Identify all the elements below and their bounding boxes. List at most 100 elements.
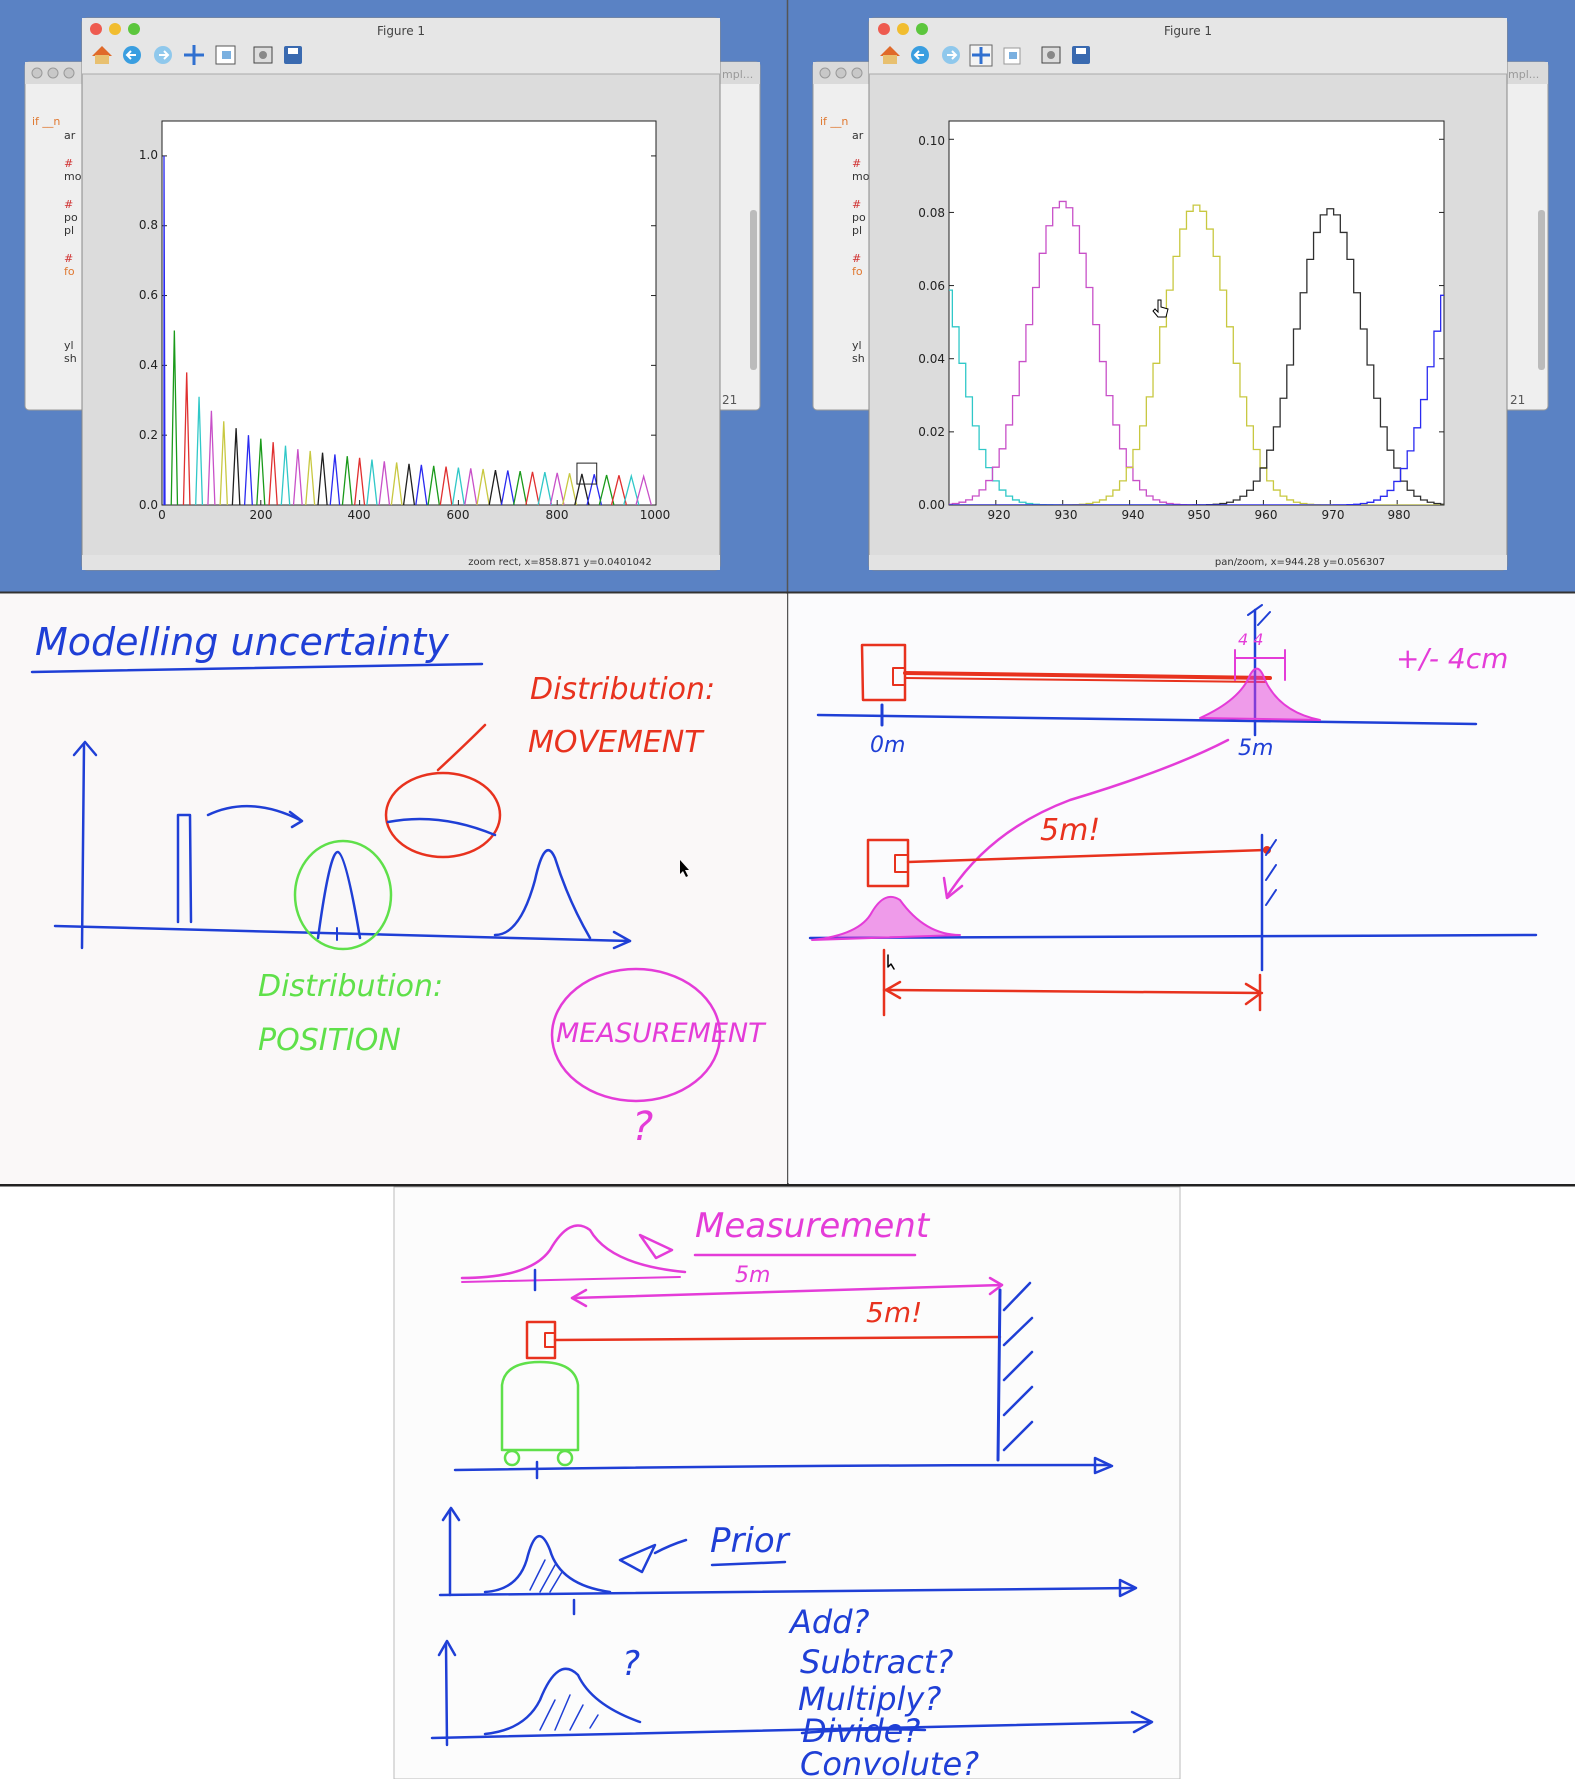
home-icon[interactable] — [880, 46, 900, 64]
back-icon[interactable] — [123, 46, 141, 64]
svg-text:#: # — [64, 252, 73, 265]
svg-text:pl: pl — [852, 224, 862, 237]
x-tick-labels: 920 930 940 950 960 970 980 — [988, 508, 1411, 522]
question-mark: ? — [622, 1644, 640, 1684]
back-window-scrollbar[interactable] — [1538, 210, 1545, 370]
pan-icon[interactable] — [184, 45, 204, 65]
zoom-icon[interactable] — [1003, 47, 1021, 65]
series-peak — [366, 459, 378, 506]
series-peak — [292, 449, 303, 506]
back-code-lines: if __n ar # mo # po pl # fo yl sh — [32, 115, 82, 365]
series-peak — [329, 454, 341, 506]
series-peak — [182, 372, 191, 506]
whiteboard-sensor-measurement: 0m 5m 4 4 +/- 4cm 5m! — [808, 604, 1538, 1017]
save-icon[interactable] — [284, 46, 302, 64]
minimize-button[interactable] — [109, 23, 121, 35]
series-peak — [610, 475, 628, 506]
measurement-distance-label: 5m — [735, 1263, 770, 1288]
zoom-window-button[interactable] — [916, 23, 928, 35]
x-tick: 930 — [1055, 508, 1078, 522]
status-bar-text: zoom rect, x=858.871 y=0.0401042 — [468, 557, 651, 568]
mouse-pointer-icon — [680, 860, 689, 877]
movement-highlight — [384, 771, 502, 859]
svg-text:if __n: if __n — [32, 115, 60, 128]
series-peak — [354, 457, 366, 506]
measurement-highlight — [550, 967, 722, 1103]
series-peak — [598, 474, 615, 506]
x-tick: 200 — [250, 508, 273, 522]
subplots-icon[interactable] — [253, 46, 273, 64]
whiteboard-title: Modelling uncertainty — [35, 620, 449, 664]
whiteboard-modelling-uncertainty: Modelling uncertainty Distribution: MOVE… — [30, 620, 767, 1150]
prior-label: Prior — [710, 1521, 791, 1561]
x-tick: 0 — [158, 508, 166, 522]
position-label-line1: Distribution: — [258, 969, 443, 1004]
figure-window-left: mpl... 21 if __n ar # mo # po pl # fo yl… — [24, 17, 761, 571]
pan-icon[interactable] — [969, 44, 993, 67]
home-icon[interactable] — [92, 46, 112, 64]
minimize-button[interactable] — [897, 23, 909, 35]
divide-strikethrough — [800, 1728, 927, 1735]
position-highlight — [293, 839, 393, 951]
measurement-label: Measurement — [695, 1206, 931, 1246]
plot-area-1[interactable] — [161, 120, 657, 506]
save-icon[interactable] — [1072, 46, 1090, 64]
back-window-title: mpl... — [722, 68, 753, 81]
y-tick: 0.04 — [918, 352, 945, 366]
svg-text:#: # — [852, 157, 861, 170]
whiteboard-1-background — [0, 594, 787, 1184]
back-icon[interactable] — [911, 46, 929, 64]
window-title: Figure 1 — [1164, 24, 1212, 38]
series-group — [949, 200, 1444, 505]
sensor-distance-label: 5m! — [866, 1296, 922, 1329]
forward-icon[interactable] — [942, 46, 960, 64]
close-button[interactable] — [878, 23, 890, 35]
x-tick: 800 — [546, 508, 569, 522]
forward-icon[interactable] — [154, 46, 172, 64]
close-button[interactable] — [90, 23, 102, 35]
figure-window-right: mpl... 21 if __n ar # mo # po pl # fo yl… — [812, 17, 1549, 571]
back-code-lines: if __n ar # mo # po pl # fo yl sh — [820, 115, 870, 365]
series-peak — [574, 473, 590, 506]
zoom-window-button[interactable] — [128, 23, 140, 35]
whiteboard-prior-measurement: Measurement 5m 5m! Prior — [430, 1206, 1154, 1783]
svg-text:fo: fo — [852, 265, 863, 278]
back-window-title: mpl... — [1508, 68, 1539, 81]
svg-text:pl: pl — [64, 224, 74, 237]
chart-2 — [949, 138, 1444, 506]
series-peak — [280, 445, 291, 506]
y-tick: 0.10 — [918, 134, 945, 148]
y-tick: 1.0 — [139, 148, 158, 162]
series-peak — [256, 438, 266, 506]
svg-text:ar: ar — [64, 129, 76, 142]
line-number: 21 — [1510, 393, 1525, 407]
y-tick: 0.00 — [918, 498, 945, 512]
svg-text:yl: yl — [852, 339, 862, 352]
series-peak — [305, 450, 316, 506]
series-peak — [195, 396, 204, 506]
back-window-scrollbar[interactable] — [750, 210, 757, 370]
svg-text:mo: mo — [64, 170, 82, 183]
movement-label-line1: Distribution: — [530, 672, 715, 707]
y-tick: 0.2 — [139, 428, 158, 442]
series-peak — [268, 442, 278, 506]
series-peak — [231, 428, 241, 506]
x-tick: 400 — [348, 508, 371, 522]
toolbar — [92, 45, 302, 65]
tolerance-label: +/- 4cm — [1396, 642, 1508, 675]
mouse-pointer-icon — [887, 954, 895, 970]
zoom-icon[interactable] — [215, 45, 236, 65]
svg-text:yl: yl — [64, 339, 74, 352]
series-peak — [415, 464, 428, 506]
svg-text:mo: mo — [852, 170, 870, 183]
series-peak — [623, 473, 640, 506]
y-tick: 0.4 — [139, 358, 158, 372]
position-label-line2: POSITION — [258, 1023, 401, 1058]
series-line — [949, 208, 1444, 505]
series-peak — [500, 470, 515, 506]
y-tick: 0.6 — [139, 288, 158, 302]
subplots-icon[interactable] — [1041, 46, 1061, 64]
plot-area-2[interactable] — [948, 120, 1445, 506]
